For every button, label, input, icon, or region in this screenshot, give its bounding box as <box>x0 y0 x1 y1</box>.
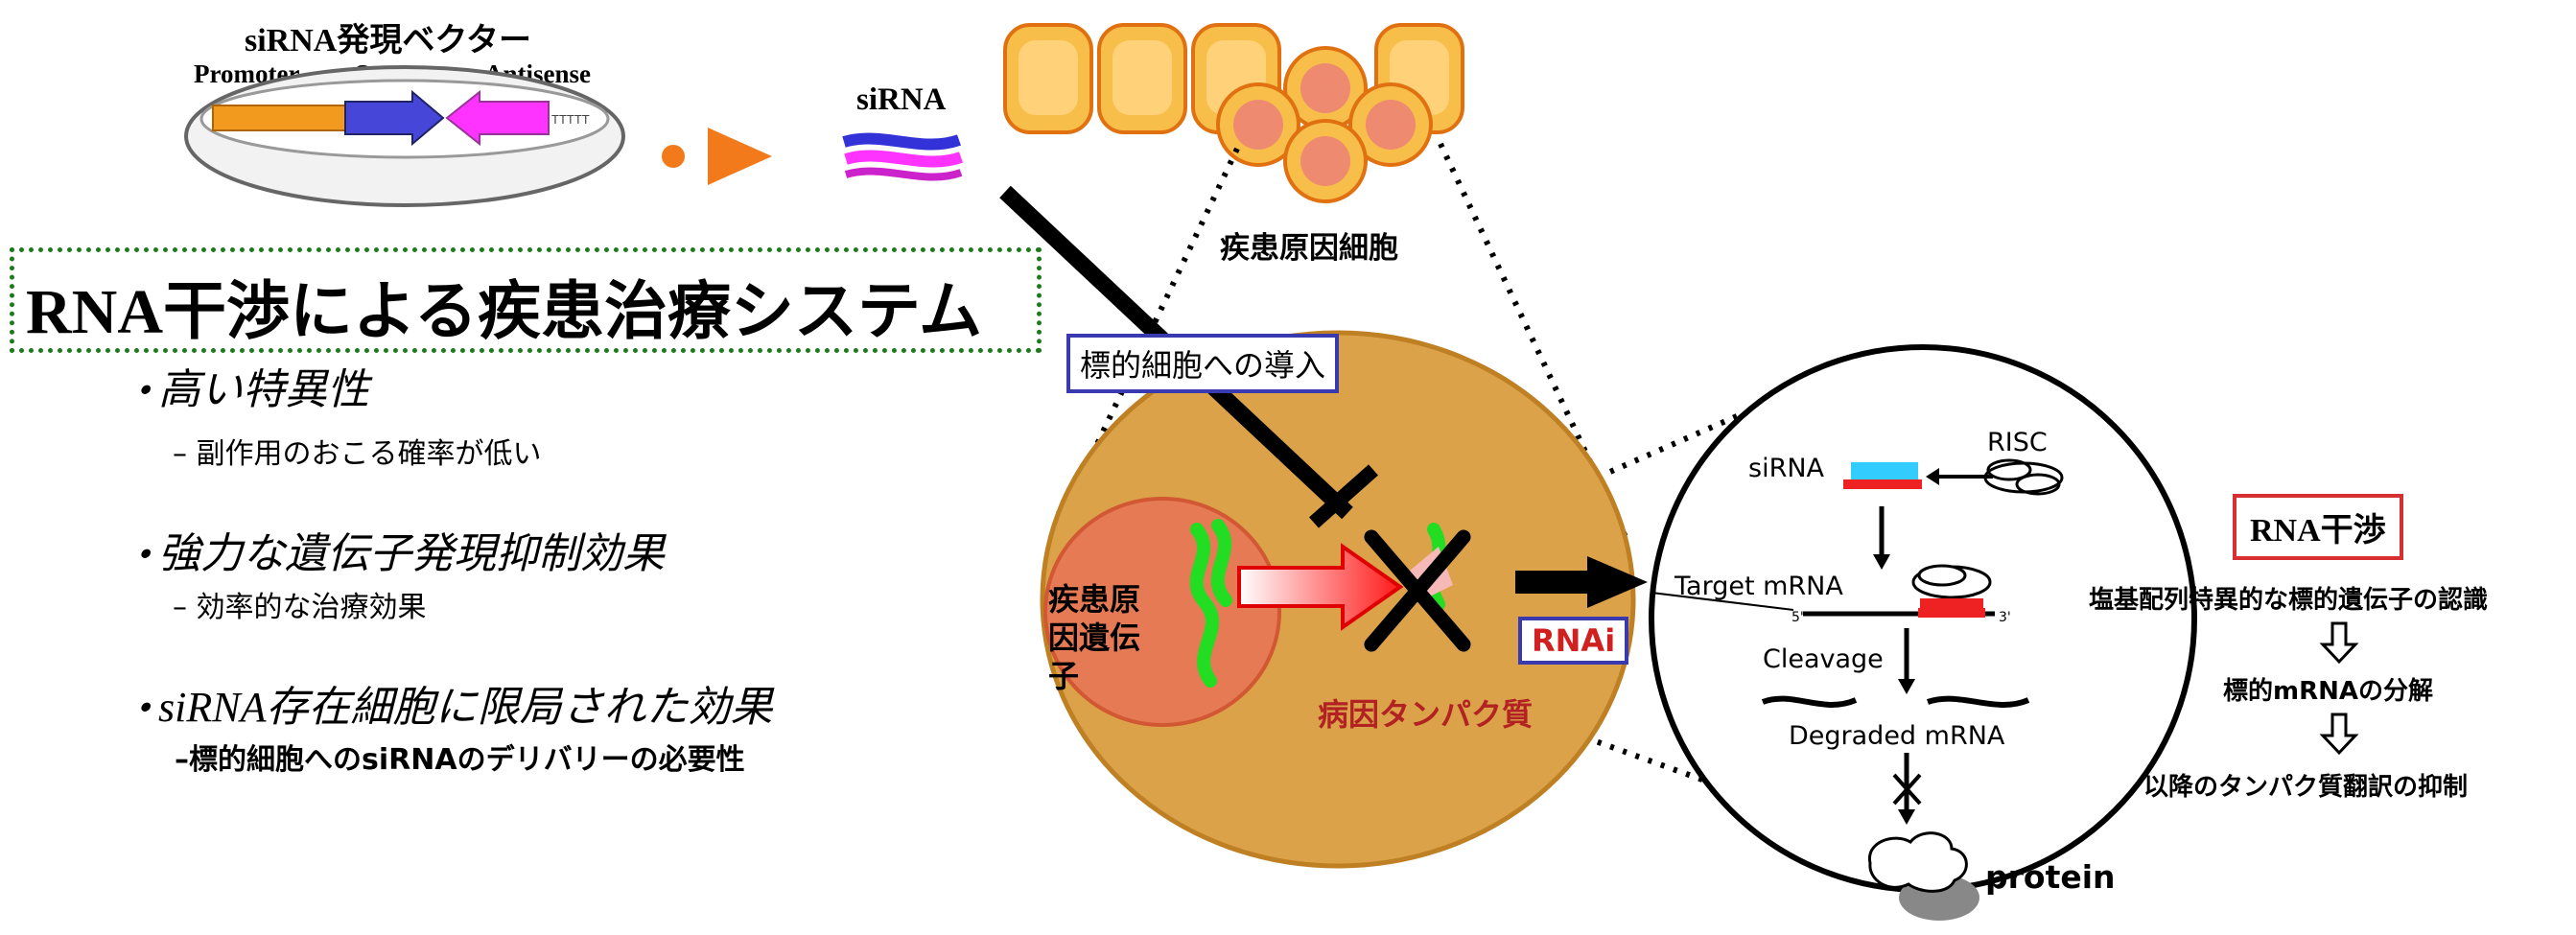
bullet-1: 高い特異性 <box>158 365 369 414</box>
rnai-steps-title: RNA干渉 <box>2233 494 2403 560</box>
vector-diagram: TTTTT <box>184 65 772 207</box>
block-x-mark <box>1364 529 1471 652</box>
bullet-1-marker: ・ <box>121 367 163 416</box>
sirna-cyan <box>1851 462 1918 479</box>
protein-label: protein <box>1985 858 2116 896</box>
step-arrows <box>2319 621 2359 756</box>
sense-arrow <box>344 89 445 147</box>
delivery-label: 標的細胞への導入 <box>1066 334 1340 393</box>
bullet-3-detail: –標的細胞へのsiRNAのデリバリーの必要性 <box>175 743 745 777</box>
disease-gene-label: 疾患原因遺伝子 <box>1048 581 1141 694</box>
bullet-3: siRNA存在細胞に限局された効果 <box>158 684 773 731</box>
degraded-mrna-label: Degraded mRNA <box>1789 721 2005 751</box>
expression-arrow <box>1237 543 1404 631</box>
vector-title: siRNA発現ベクター <box>245 23 531 58</box>
protein-blob <box>1868 831 1968 893</box>
mechanism-circle <box>1649 344 2197 893</box>
diseased-cell-cluster <box>1003 23 1464 203</box>
disease-protein-label: 病因タンパク質 <box>1318 696 1534 733</box>
diseased-cells-label: 疾患原因細胞 <box>1220 231 1398 266</box>
bullet-3-marker: ・ <box>121 685 163 734</box>
five-prime-label: 5' <box>1791 610 1804 625</box>
main-title-box: RNA干渉による疾患治療システム <box>10 247 1042 353</box>
bullet-2: 強力な遺伝子発現抑制効果 <box>158 529 665 578</box>
arrow-dot <box>662 145 685 168</box>
step-3: 以降のタンパク質翻訳の抑制 <box>2143 773 2469 802</box>
rnai-label: RNAi <box>1518 617 1629 665</box>
bullet-1-detail: – 副作用のおこる確率が低い <box>173 437 542 471</box>
inhibition-bar <box>1309 464 1378 528</box>
sirna-label: siRNA <box>856 82 947 117</box>
bullet-2-marker: ・ <box>121 531 163 580</box>
step-1: 塩基配列特異的な標的遺伝子の認識 <box>2089 586 2489 615</box>
step-2: 標的mRNAの分解 <box>2223 677 2433 706</box>
mech-risc-label: RISC <box>1987 428 2048 457</box>
target-mrna-label: Target mRNA <box>1674 572 1843 601</box>
risc-on-mrna <box>1911 564 1992 599</box>
main-title: RNA干渉による疾患治療システム <box>26 277 983 347</box>
sirna-molecule <box>842 132 963 181</box>
cleavage-label: Cleavage <box>1763 644 1884 674</box>
three-prime-label: 3' <box>1999 610 2011 625</box>
translation-block-x <box>1892 773 1922 806</box>
sirna-red <box>1843 479 1922 489</box>
big-arrow <box>1515 556 1648 608</box>
orange-arrow <box>708 128 772 185</box>
terminator-label: TTTTT <box>551 112 590 127</box>
bullet-2-detail: – 効率的な治療効果 <box>173 591 427 624</box>
antisense-arrow <box>445 89 550 147</box>
mech-sirna-label: siRNA <box>1748 454 1824 483</box>
